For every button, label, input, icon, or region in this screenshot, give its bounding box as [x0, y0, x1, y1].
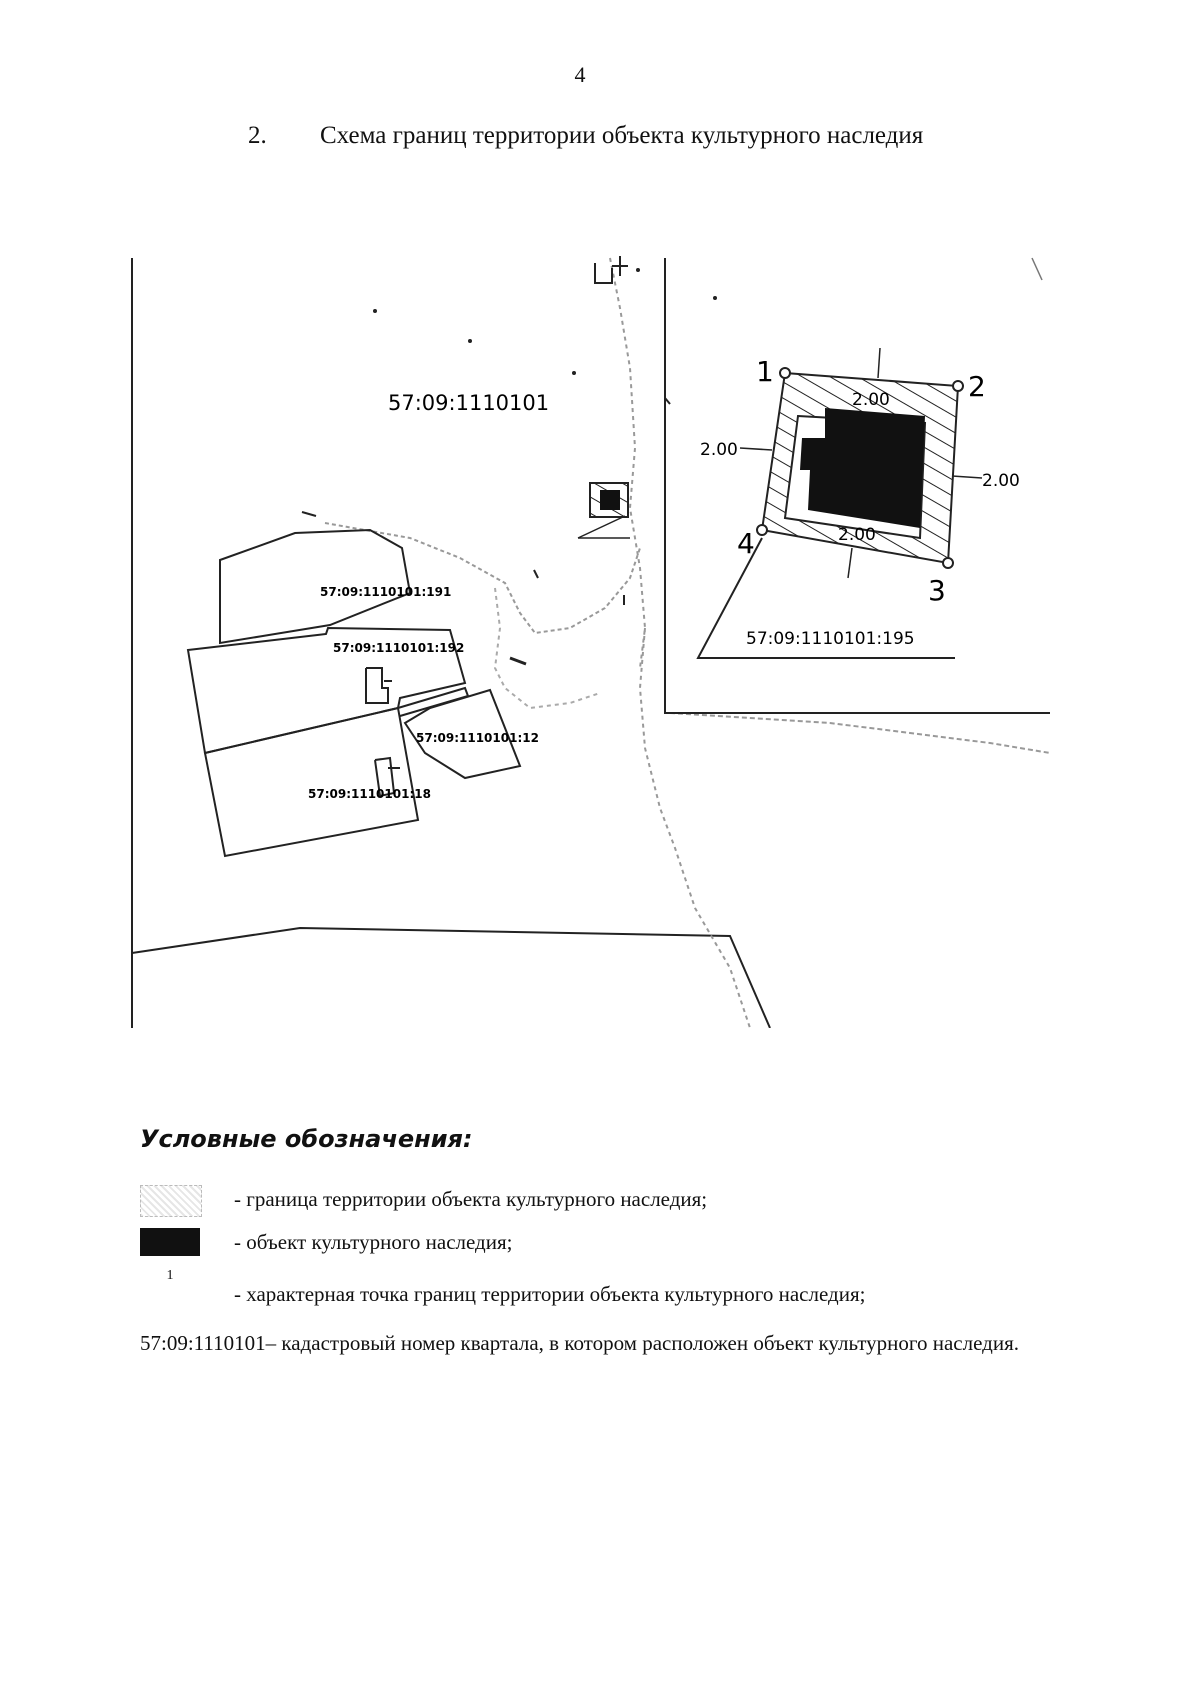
map-mark — [301, 511, 317, 517]
legend-black-symbol — [140, 1228, 200, 1256]
small-site-leader — [577, 515, 626, 539]
section-number: 2. — [248, 122, 267, 149]
point-label-1: 1 — [756, 355, 774, 388]
dimension-arrow — [877, 347, 881, 379]
map-mark — [509, 656, 527, 666]
dimension-arrow — [847, 547, 853, 579]
map-drawing: 57:09:1110101 57:09:1110101:191 57:09:11… — [131, 256, 1051, 1028]
point-label-3: 3 — [928, 574, 946, 607]
map-dot — [636, 268, 640, 272]
inset-view: 1 2 3 4 2.00 2.00 2.00 2.00 57:09:111010… — [664, 258, 1050, 714]
map-dot — [572, 371, 576, 375]
cadastral-map: 57:09:1110101 57:09:1110101:191 57:09:11… — [130, 248, 1130, 1028]
legend-text: - характерная точка границ территории об… — [234, 1282, 866, 1306]
inset-heritage-object — [800, 408, 925, 528]
map-mark — [1031, 257, 1043, 281]
cadastral-note: 57:09:1110101– кадастровый номер квартал… — [140, 1331, 1019, 1355]
boundary-point-4 — [756, 524, 768, 536]
building-outline — [365, 667, 389, 704]
inset-frame — [664, 258, 1050, 714]
parcel-191 — [219, 528, 412, 645]
boundary-point-3 — [942, 557, 954, 569]
parcel-label-12: 57:09:1110101:12 — [416, 731, 539, 745]
road-line — [493, 587, 601, 710]
page-number: 4 — [574, 62, 586, 87]
inset-road-mark — [664, 397, 671, 405]
road-line — [609, 257, 647, 669]
boundary-point-2 — [952, 380, 964, 392]
boundary-point-1 — [779, 367, 791, 379]
dimension-label-left: 2.00 — [700, 440, 738, 460]
point-label-2: 2 — [968, 370, 986, 403]
bottom-boundary-line — [131, 926, 771, 1028]
map-dot — [373, 309, 377, 313]
dimension-label-bottom: 2.00 — [838, 525, 876, 545]
parcel-connector — [397, 686, 470, 717]
section-title: Схема границ территории объекта культурн… — [320, 122, 924, 149]
small-site-object — [600, 490, 620, 510]
parcel-18 — [203, 706, 420, 858]
road-line — [669, 712, 1051, 754]
map-mark — [594, 263, 613, 284]
legend-text: - граница территории объекта культурного… — [234, 1187, 708, 1211]
building-outline — [374, 756, 396, 798]
legend-title: Условные обозначения: — [140, 1125, 473, 1153]
inset-parcel-label: 57:09:1110101:195 — [746, 629, 915, 649]
inset-parcel-outline — [696, 537, 955, 659]
legend-point-symbol: 1 — [166, 1268, 174, 1283]
dimension-arrow — [951, 475, 983, 479]
parcel-label-191: 57:09:1110101:191 — [320, 585, 451, 599]
map-mark — [533, 569, 539, 579]
map-dot — [713, 296, 717, 300]
map-dot — [468, 339, 472, 343]
road-line — [324, 522, 641, 635]
parcel-label-192: 57:09:1110101:192 — [333, 641, 464, 655]
legend-hatch-symbol — [140, 1185, 202, 1217]
point-label-4: 4 — [737, 527, 755, 560]
dimension-label-top: 2.00 — [852, 390, 890, 410]
road-line — [638, 627, 751, 1028]
dimension-arrow — [739, 447, 773, 451]
dimension-label-right: 2.00 — [982, 471, 1020, 491]
parcel-label-18: 57:09:1110101:18 — [308, 787, 431, 801]
legend-text: - объект культурного наследия; — [234, 1230, 513, 1254]
quarter-label: 57:09:1110101 — [388, 391, 549, 415]
section-heading: 2. Схема границ территории объекта культу… — [248, 122, 923, 150]
